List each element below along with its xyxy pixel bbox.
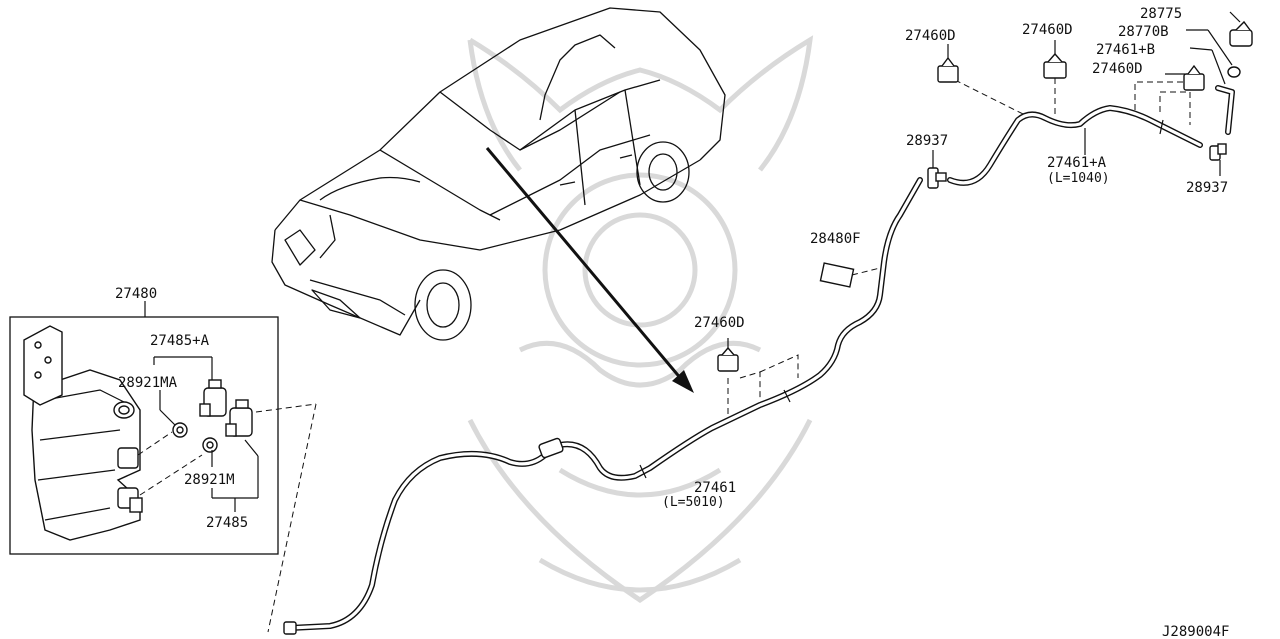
pump-part	[225, 399, 253, 437]
reservoir-group	[9, 301, 317, 555]
location-arrow	[485, 147, 694, 393]
vehicle-illustration	[271, 7, 726, 341]
clip-lower-part	[717, 338, 799, 415]
clip-top-3-part	[1165, 64, 1205, 91]
pump-hose-link	[267, 403, 317, 633]
label-hose-b: 27461+B	[1096, 42, 1155, 58]
label-clip-top-1: 27460D	[905, 28, 956, 44]
upper-hose	[947, 78, 1203, 186]
label-pump-kit-a: 27485+A	[150, 333, 210, 349]
main-hose	[283, 177, 923, 635]
grommet-m-part	[202, 437, 218, 453]
watermark-emblem	[467, 35, 814, 604]
hose-b-part	[1189, 47, 1235, 135]
label-nozzle-gasket: 28770B	[1118, 24, 1169, 40]
label-joint-right: 28937	[1186, 180, 1228, 196]
label-clip-top-2: 27460D	[1022, 22, 1073, 38]
clip-top-2-part	[1043, 40, 1067, 79]
label-clip-lower: 27460D	[694, 315, 745, 331]
grommet-ma-part	[172, 422, 188, 438]
label-hose-main-length: (L=5010)	[662, 495, 725, 510]
clip-top-1-part	[937, 44, 959, 83]
diagram-code: J289004F	[1162, 624, 1229, 639]
label-grommet-m: 28921M	[184, 472, 235, 488]
nozzle-part	[1229, 11, 1253, 47]
joint-right-part	[1209, 143, 1227, 176]
nozzle-gasket-part	[1186, 29, 1241, 78]
label-joint-left: 28937	[906, 133, 948, 149]
label-hose-a-length: (L=1040)	[1047, 171, 1110, 186]
label-tube-clip: 28480F	[810, 231, 861, 247]
tube-clip-part	[819, 262, 881, 288]
label-hose-main: 27461	[694, 480, 736, 496]
label-reservoir: 27480	[115, 286, 157, 302]
pump-a-part	[199, 379, 227, 417]
label-nozzle: 28775	[1140, 6, 1182, 22]
label-grommet-ma: 28921MA	[118, 375, 178, 391]
joint-left-part	[927, 150, 947, 189]
label-pump: 27485	[206, 515, 248, 531]
label-hose-a: 27461+A	[1047, 155, 1107, 171]
label-clip-top-3: 27460D	[1092, 61, 1143, 77]
